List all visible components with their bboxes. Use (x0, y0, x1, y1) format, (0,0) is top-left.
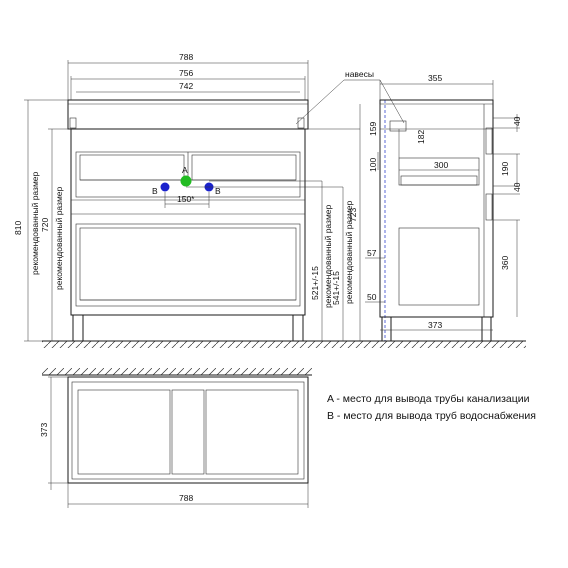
water-marker-b-left (160, 182, 170, 192)
dim-40-mid: 40 (512, 182, 522, 192)
side-view (379, 99, 494, 342)
dim-100: 100 (368, 158, 378, 172)
drain-marker-a (180, 175, 192, 187)
pipe-markers: A B B 150* (152, 165, 221, 208)
dim-width-body: 756 (179, 68, 193, 78)
dim-height-side: 723 (348, 208, 358, 222)
dim-pipe-spacing: 150* (177, 194, 195, 204)
dim-plan-width: 788 (179, 493, 193, 503)
hinges-callout: навесы (295, 69, 405, 125)
recommended-label-water: рекомендованный размер (344, 200, 354, 304)
dim-width-top: 742 (179, 81, 193, 91)
front-width-dims: 788 756 742 (67, 52, 309, 100)
label-b-left: B (152, 186, 158, 196)
recommended-label-left-2: рекомендованный размер (54, 186, 64, 290)
dim-depth-base: 373 (428, 320, 442, 330)
plan-view (67, 376, 309, 484)
dim-182: 182 (416, 130, 426, 144)
dim-plan-depth: 373 (39, 423, 49, 437)
recommended-label-left: рекомендованный размер (30, 171, 40, 275)
dim-water-height: 541+/-15 (331, 271, 341, 305)
dim-height-total: 810 (13, 221, 23, 235)
floor-lines (42, 340, 526, 376)
hinges-label: навесы (345, 69, 374, 79)
dim-width-total: 788 (179, 52, 193, 62)
front-view (67, 99, 309, 342)
plan-dims: 373 788 (39, 376, 309, 508)
dim-height-recommended: 720 (40, 218, 50, 232)
pipe-height-dims: 521+/-15 рекомендованный размер 541+/-15… (186, 104, 361, 341)
legend-a: A - место для вывода трубы канализации (327, 393, 530, 405)
dim-depth-total: 355 (428, 73, 442, 83)
dim-159: 159 (368, 122, 378, 136)
legend-b: B - место для вывода труб водоснабжения (327, 410, 536, 422)
dim-40-top: 40 (512, 116, 522, 126)
label-a: A (182, 165, 188, 175)
dim-360: 360 (500, 256, 510, 270)
dim-drawer-depth: 300 (434, 160, 448, 170)
recommended-label-drain: рекомендованный размер (323, 204, 333, 308)
side-dims: 355 373 300 159 182 100 57 50 40 190 40 … (365, 73, 522, 331)
dim-57: 57 (367, 248, 377, 258)
dim-50: 50 (367, 292, 377, 302)
dim-drain-height: 521+/-15 (310, 266, 320, 300)
front-height-dims: 810 рекомендованный размер 720 рекомендо… (13, 99, 71, 342)
label-b-right: B (215, 186, 221, 196)
legend: A - место для вывода трубы канализации B… (327, 393, 536, 422)
dim-190: 190 (500, 162, 510, 176)
